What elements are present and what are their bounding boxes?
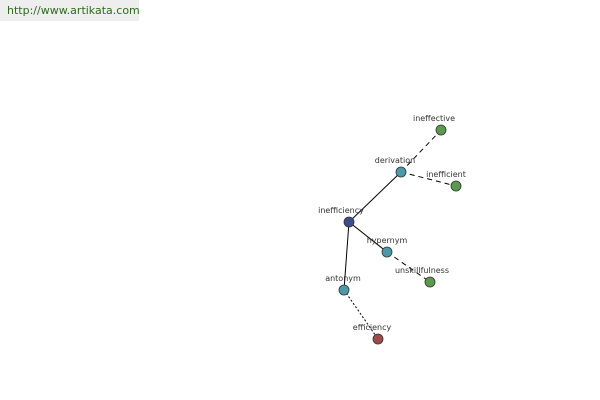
node-dot-efficiency[interactable] xyxy=(372,333,384,345)
node-inefficient[interactable]: inefficient xyxy=(426,170,466,192)
node-label-inefficiency: inefficiency xyxy=(318,206,364,215)
edge-derivation-ineffective xyxy=(400,129,442,173)
edge-inefficiency-derivation xyxy=(348,171,402,223)
source-link[interactable]: http://www.artikata.com xyxy=(0,0,140,21)
node-antonym[interactable]: antonym xyxy=(325,274,361,296)
edge-derivation-inefficient xyxy=(400,171,457,187)
node-dot-inefficiency[interactable] xyxy=(343,216,355,228)
node-dot-antonym[interactable] xyxy=(338,284,350,296)
node-dot-ineffective[interactable] xyxy=(435,124,447,136)
edge-antonym-efficiency xyxy=(343,289,379,340)
node-unskillfulness[interactable]: unskillfulness xyxy=(395,266,449,288)
edges-layer xyxy=(343,129,457,340)
node-label-antonym: antonym xyxy=(325,274,361,283)
node-label-unskillfulness: unskillfulness xyxy=(395,266,449,275)
node-inefficiency[interactable]: inefficiency xyxy=(318,206,364,228)
node-ineffective[interactable]: ineffective xyxy=(413,114,455,136)
edge-inefficiency-hypernym xyxy=(348,221,388,253)
node-label-efficiency: efficiency xyxy=(353,323,392,332)
node-dot-hypernym[interactable] xyxy=(381,246,393,258)
node-efficiency[interactable]: efficiency xyxy=(353,323,392,345)
node-label-ineffective: ineffective xyxy=(413,114,455,123)
node-hypernym[interactable]: hypernym xyxy=(367,236,408,258)
node-dot-inefficient[interactable] xyxy=(450,180,462,192)
edge-inefficiency-antonym xyxy=(343,221,350,291)
nodes-layer: inefficiency derivation hypernym antonym ine… xyxy=(318,114,466,345)
node-dot-derivation[interactable] xyxy=(395,166,407,178)
node-dot-unskillfulness[interactable] xyxy=(424,276,436,288)
node-derivation[interactable]: derivation xyxy=(375,156,415,178)
node-label-inefficient: inefficient xyxy=(426,170,466,179)
node-label-derivation: derivation xyxy=(375,156,415,165)
node-label-hypernym: hypernym xyxy=(367,236,408,245)
